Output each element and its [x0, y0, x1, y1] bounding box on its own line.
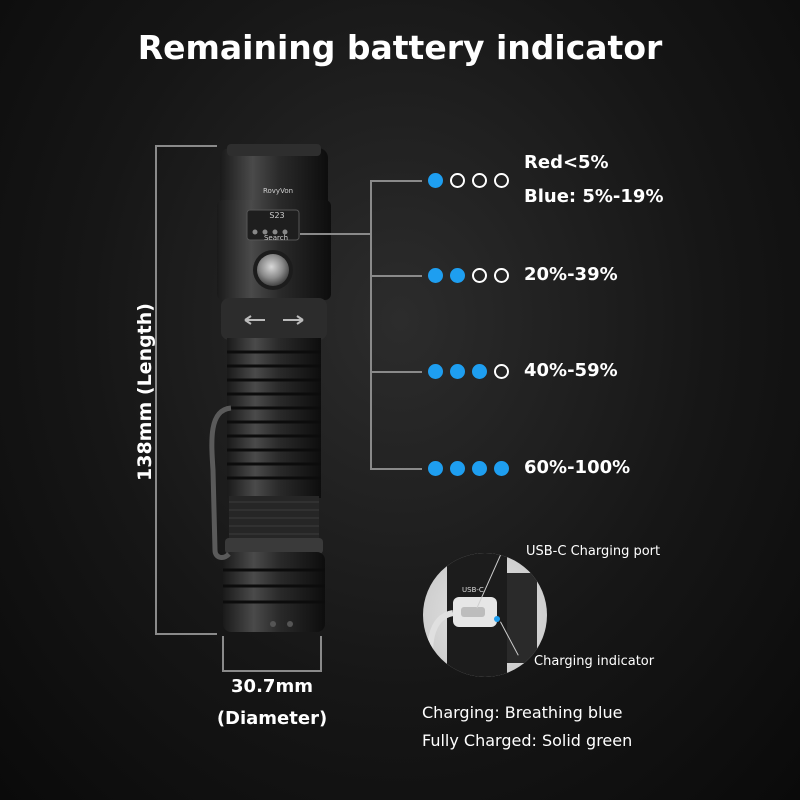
length-label-wrap: 138mm (Length): [134, 282, 158, 502]
level-row-1: [428, 173, 509, 189]
diameter-bracket-left: [222, 636, 224, 672]
brand-logo: RovyVon: [262, 187, 294, 195]
level-row-4: [428, 461, 509, 477]
level-1-line2: Blue: 5%-19%: [524, 186, 664, 207]
led-dot: [494, 461, 509, 476]
led-dot: [450, 364, 465, 379]
led-dot: [494, 173, 509, 188]
length-bracket-top: [155, 145, 217, 147]
led-dot: [472, 364, 487, 379]
led-dot: [428, 461, 443, 476]
length-bracket-vertical: [155, 145, 157, 635]
flashlight-image: [209, 144, 331, 632]
diameter-note: (Diameter): [216, 708, 328, 729]
indicator-bracket-vertical: [370, 180, 372, 470]
level-row-3: [428, 364, 509, 380]
led-dot: [450, 268, 465, 283]
led-dot: [428, 364, 443, 379]
level-connector-2: [370, 275, 422, 277]
led-dot: [450, 173, 465, 188]
page-title: Remaining battery indicator: [137, 28, 663, 67]
charged-status: Fully Charged: Solid green: [422, 731, 633, 750]
charging-status: Charging: Breathing blue: [422, 703, 623, 722]
usb-c-marking: USB-C: [462, 586, 484, 594]
length-bracket-bottom: [155, 633, 217, 635]
indicator-leader: [300, 233, 370, 235]
model-label: S23: [269, 211, 285, 220]
led-dot: [428, 268, 443, 283]
diameter-bracket-bottom: [222, 670, 322, 672]
led-dot: [494, 268, 509, 283]
length-label: 138mm (Length): [134, 303, 156, 481]
level-2-label: 20%-39%: [524, 264, 618, 285]
level-3-label: 40%-59%: [524, 360, 618, 381]
level-1-line1: Red<5%: [524, 152, 609, 173]
level-connector-3: [370, 371, 422, 373]
led-dot: [494, 364, 509, 379]
led-dot: [450, 461, 465, 476]
usb-c-port-label: USB-C Charging port: [526, 544, 661, 559]
charging-closeup: [427, 553, 537, 677]
search-label: Search: [263, 234, 289, 242]
led-dot: [428, 173, 443, 188]
level-row-2: [428, 268, 509, 284]
level-connector-4: [370, 468, 422, 470]
level-connector-1: [370, 180, 422, 182]
diameter-bracket-right: [320, 636, 322, 672]
led-dot: [472, 173, 487, 188]
charging-inset: [423, 553, 547, 677]
diameter-value: 30.7mm: [231, 676, 313, 697]
charging-indicator-label: Charging indicator: [534, 654, 655, 669]
led-dot: [472, 461, 487, 476]
level-4-label: 60%-100%: [524, 457, 631, 478]
led-dot: [472, 268, 487, 283]
